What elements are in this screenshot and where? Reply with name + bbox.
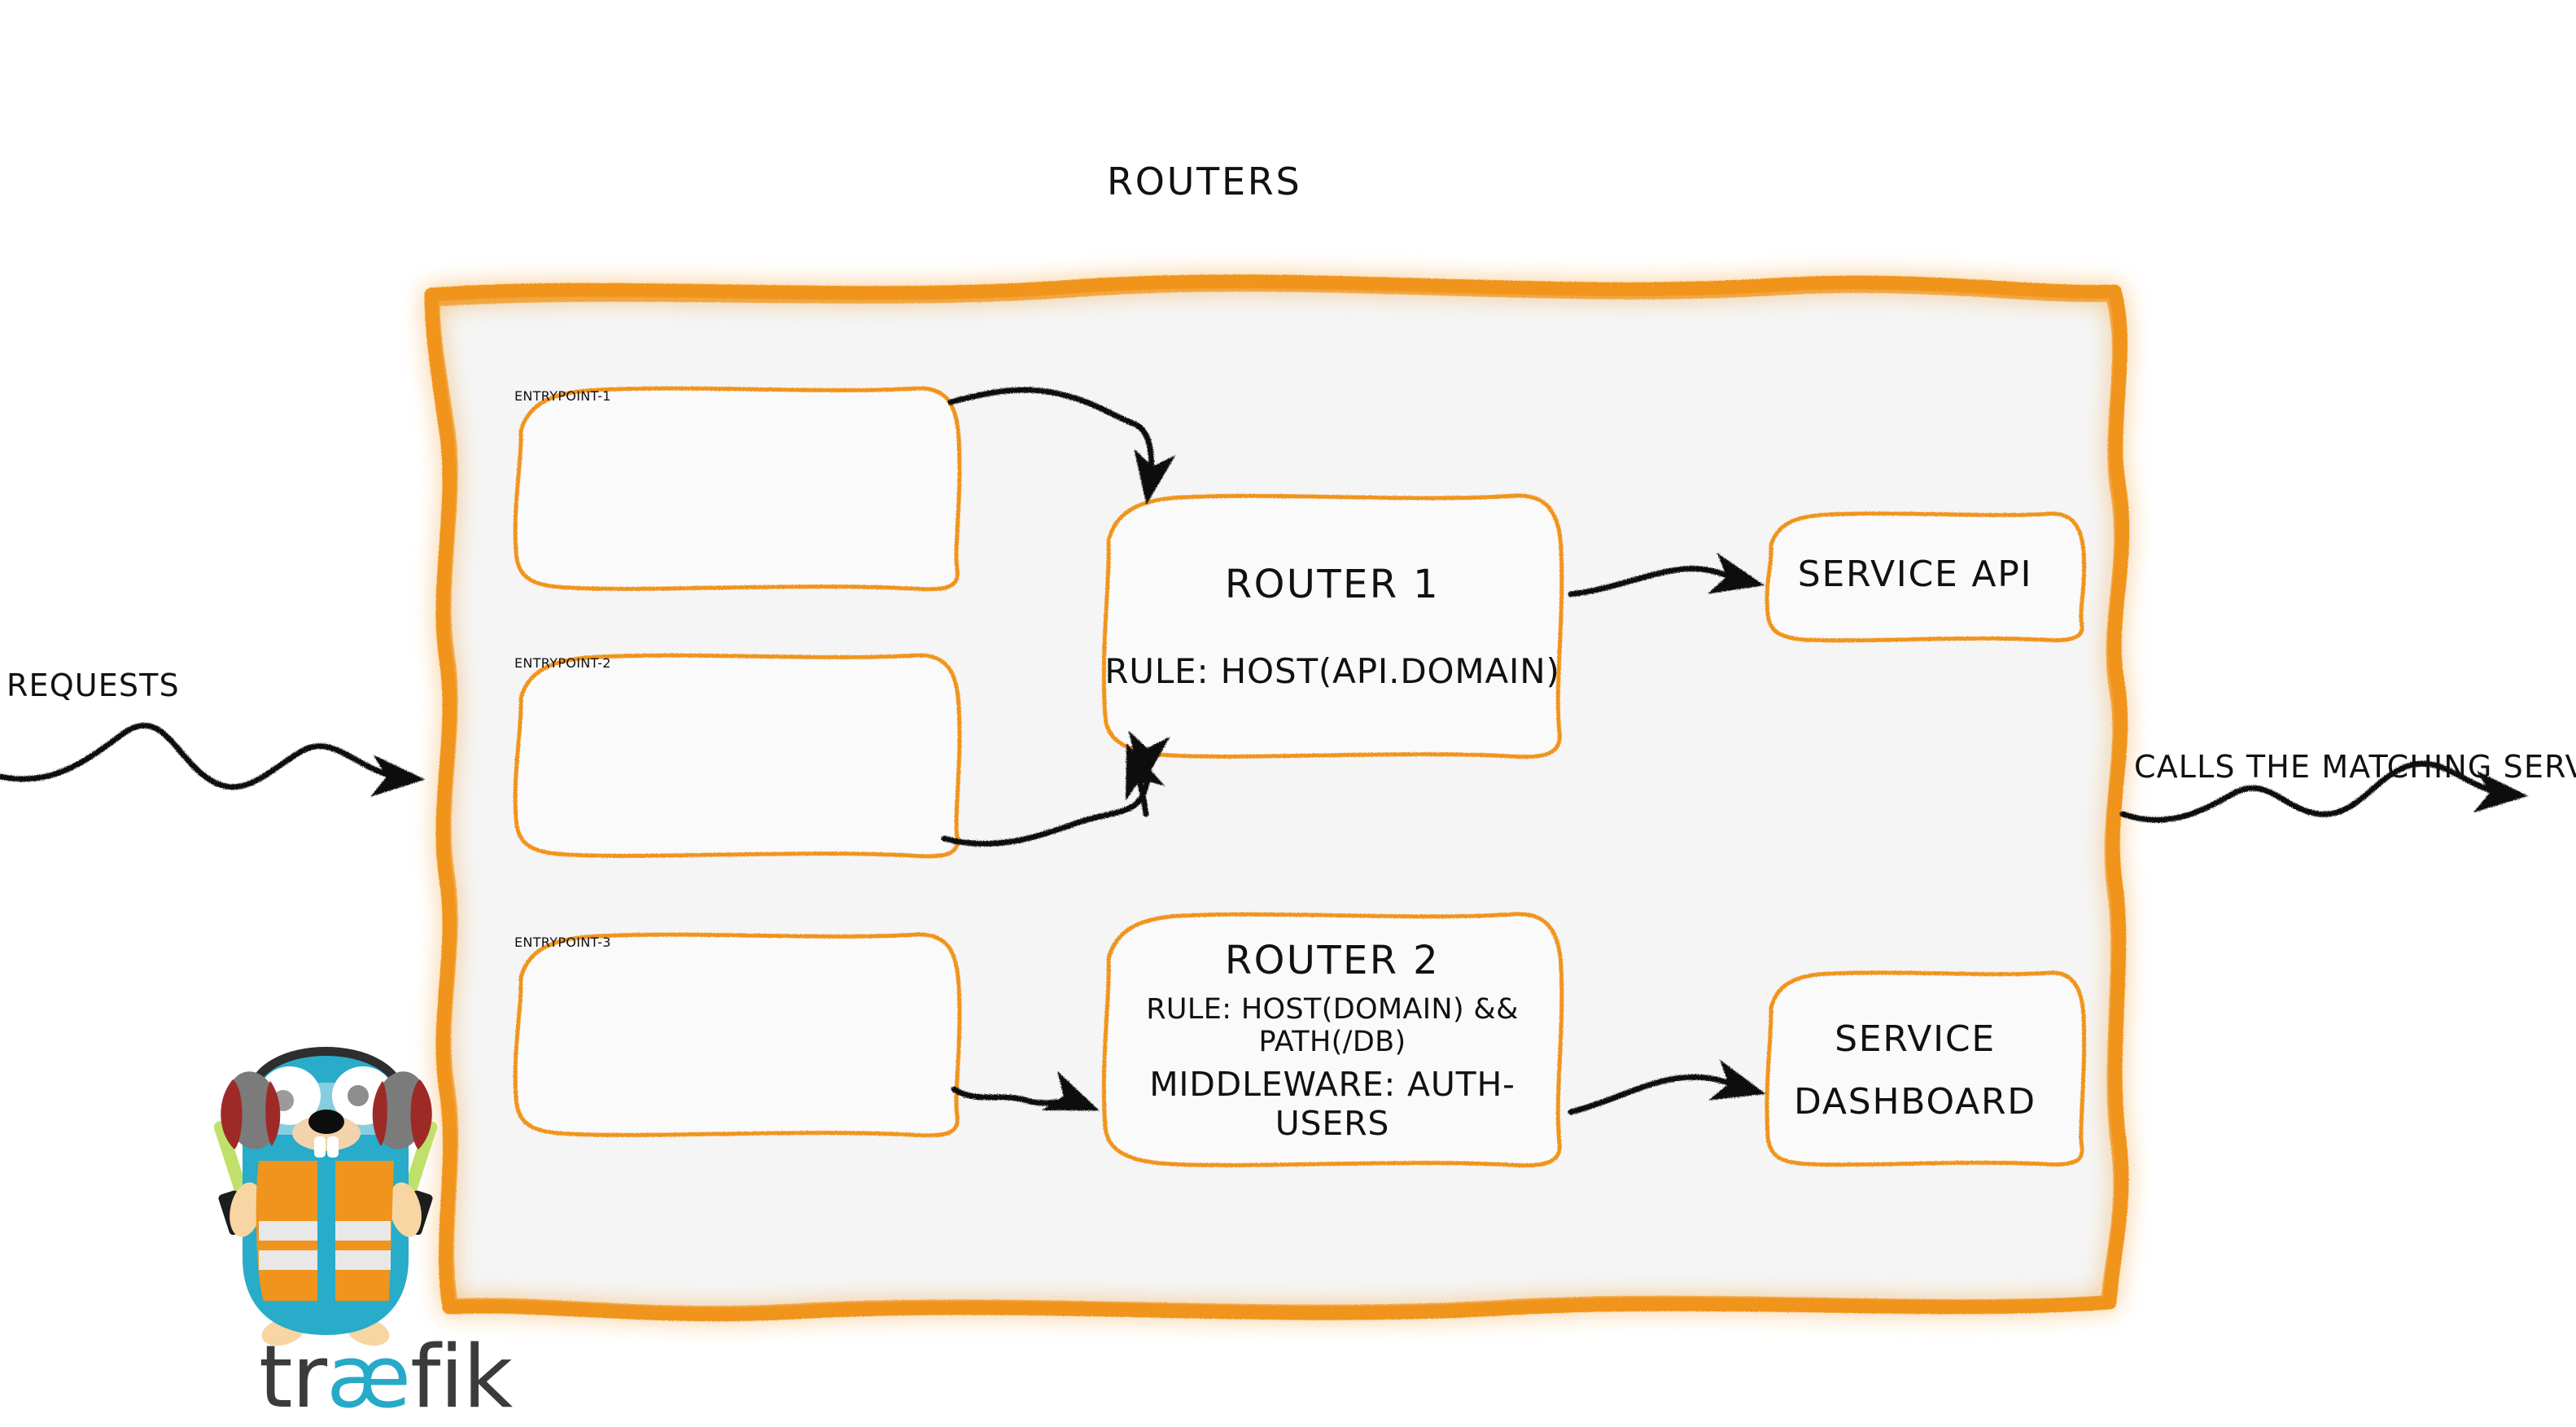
gopher-pupil-right xyxy=(348,1085,369,1106)
panel-border xyxy=(424,274,2130,1322)
panel-border-overstroke xyxy=(432,284,2122,1314)
entrypoint-3-node[interactable]: entrypoint-3 xyxy=(514,935,611,950)
arrow-panel-to-matching-server xyxy=(2119,760,2529,823)
entrypoint-2-label: entrypoint-2 xyxy=(514,655,611,671)
arrow-entrypoint2-to-router1-head xyxy=(1125,743,1166,817)
entrypoint-boxes xyxy=(513,386,962,1138)
router-1-rule: rule: Host(api.domain) xyxy=(1104,650,1560,691)
requests-label: Requests xyxy=(7,668,180,703)
entrypoint-2-node[interactable]: entrypoint-2 xyxy=(514,655,611,671)
router-1-node[interactable]: Router 1 rule: Host(api.domain) xyxy=(1100,496,1564,756)
arrow-router1-to-service-api xyxy=(1568,552,1765,598)
arrow-entrypoint1-to-router1 xyxy=(947,387,1176,506)
service-dashboard-node[interactable]: Service Dashboard xyxy=(1765,977,2066,1164)
entrypoint-3-box[interactable] xyxy=(513,932,962,1138)
router-boxes xyxy=(1101,493,1564,1168)
router-2-middleware: Middleware: auth-users xyxy=(1149,1065,1515,1143)
entrypoint-2-box[interactable] xyxy=(513,653,962,859)
service-api-node[interactable]: Service API xyxy=(1765,525,2066,623)
wordmark-ligature: æ xyxy=(326,1327,411,1427)
connection-arrows xyxy=(0,387,2529,1115)
router-2-rule: rule: Host(domain) && Path(/db) xyxy=(1146,993,1519,1058)
service-dashboard-box[interactable] xyxy=(1765,970,2087,1167)
router-2-title: Router 2 xyxy=(1224,938,1441,983)
gopher-earcup-left xyxy=(221,1071,281,1149)
router-1-title: Router 1 xyxy=(1224,561,1441,607)
arrow-requests-to-panel xyxy=(0,722,426,797)
gopher-tooth-left xyxy=(314,1136,326,1158)
service-api-label: Service API xyxy=(1797,553,2033,595)
arrow-router2-to-service-dashboard xyxy=(1568,1059,1766,1115)
router-1-box[interactable] xyxy=(1101,493,1564,759)
gopher-arm-right xyxy=(389,1182,422,1237)
entrypoint-1-node[interactable]: entrypoint-1 xyxy=(514,388,611,404)
service-dashboard-label-line-1: Service xyxy=(1835,1018,1996,1060)
service-boxes xyxy=(1765,511,2087,1167)
page-title: Routers xyxy=(1107,160,1302,204)
calls-matching-server-label: Calls the matching server xyxy=(2134,749,2576,785)
arrow-entrypoint3-to-router2 xyxy=(951,1070,1100,1111)
entrypoint-1-label: entrypoint-1 xyxy=(514,388,611,404)
traefik-gopher-mascot xyxy=(213,1047,438,1346)
gopher-safety-vest xyxy=(256,1161,394,1301)
wordmark-prefix: tr xyxy=(259,1327,327,1427)
gopher-earcup-right xyxy=(372,1071,432,1149)
wordmark-suffix: fik xyxy=(410,1327,513,1427)
router-2-box[interactable] xyxy=(1101,912,1564,1168)
gopher-nose xyxy=(308,1110,344,1134)
service-api-box[interactable] xyxy=(1765,511,2087,643)
service-dashboard-label-line-2: Dashboard xyxy=(1794,1081,2036,1123)
gopher-tooth-right xyxy=(327,1136,339,1158)
entrypoint-1-box[interactable] xyxy=(513,386,962,592)
entrypoint-3-label: entrypoint-3 xyxy=(514,935,611,950)
router-2-node[interactable]: Router 2 rule: Host(domain) && Path(/db)… xyxy=(1100,914,1564,1167)
gopher-arm-left xyxy=(230,1182,262,1237)
traefik-wordmark: træfik xyxy=(259,1327,513,1427)
